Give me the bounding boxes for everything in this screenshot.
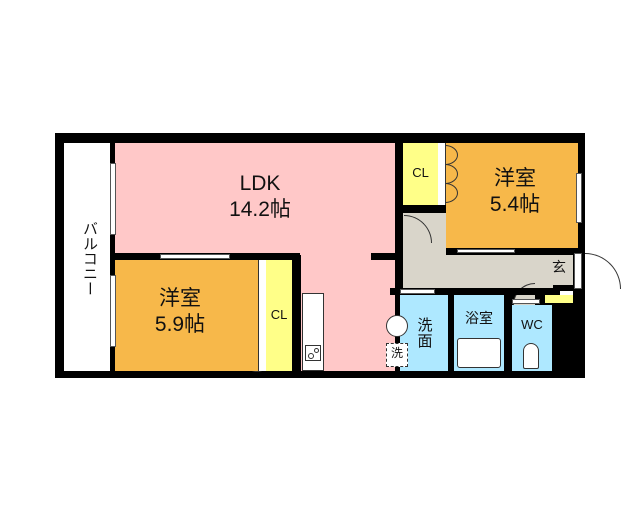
entrance (545, 255, 573, 285)
bathroom-label: 浴室 (465, 310, 493, 326)
western-2-name: 洋室 (494, 167, 536, 190)
ldk-divider (395, 143, 403, 371)
room-ldk (115, 143, 395, 255)
door-washroom (400, 289, 435, 294)
room-western-2 (446, 143, 578, 248)
window-balcony-top (110, 163, 116, 235)
closet-2-bottom-wall (403, 205, 446, 213)
closet-2-label: CL (412, 165, 429, 180)
window-ldk-bottom (160, 254, 230, 259)
bathtub (457, 338, 501, 368)
room-western-1 (115, 260, 258, 371)
wc-wall-left (504, 295, 512, 371)
ldk-name: LDK (239, 172, 281, 195)
western-1-size: 5.9帖 (154, 313, 206, 336)
window-balcony-bottom (110, 275, 116, 347)
closet-2 (403, 143, 438, 205)
balcony-label: バルコニー (81, 221, 98, 296)
entrance-door-swing (585, 253, 621, 289)
hallway-main (403, 255, 553, 288)
door-western-2 (457, 249, 515, 253)
western-1-name: 洋室 (159, 287, 201, 310)
door-wc (512, 299, 540, 304)
ldk-size: 14.2帖 (229, 198, 291, 221)
toilet-icon (523, 343, 539, 369)
balcony (64, 143, 110, 371)
entrance-door (574, 253, 582, 289)
closet-1-wall (292, 260, 301, 371)
western-2-size: 5.4帖 (489, 193, 541, 216)
stove-icon (305, 345, 321, 361)
floor-plan: バルコニー LDK 14.2帖 洋室 5.9帖 CL CL 洋室 5.4帖 (55, 133, 621, 378)
closet-1 (258, 260, 266, 371)
washroom-label: 洗 面 (417, 317, 433, 350)
pipe-space (552, 303, 578, 371)
toilet-label: WC (521, 317, 543, 332)
closet-1-fill (266, 260, 292, 371)
washer-pan (386, 343, 408, 367)
ldk-partition-right (371, 253, 395, 260)
closet-2-door-arcs (446, 145, 460, 205)
window-western-2 (576, 173, 582, 223)
washer-label: 洗 (390, 346, 403, 360)
wet-area-top-wall (390, 288, 560, 295)
closet-1-label: CL (270, 307, 288, 322)
bath-wall-left (448, 295, 454, 371)
washroom (400, 295, 448, 371)
entrance-label: 玄 (552, 259, 566, 275)
washbasin-icon (386, 315, 408, 337)
